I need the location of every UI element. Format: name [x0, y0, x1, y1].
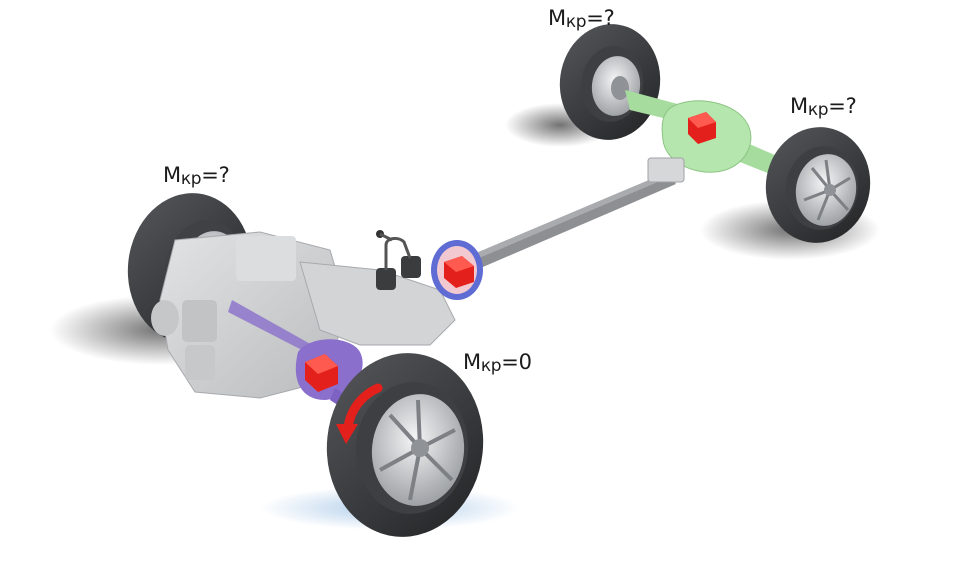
torque-label-front-right: Mкр=0 — [463, 350, 532, 376]
rotation-arrow-icon — [336, 383, 383, 444]
torque-label-rear-left: Mкр=? — [548, 6, 615, 32]
propeller-shaft — [455, 172, 676, 276]
diff-block-rear — [688, 112, 716, 144]
gear-shifter — [376, 230, 421, 290]
diff-block-front — [305, 354, 338, 392]
diff-block-center — [444, 256, 474, 288]
wheel-rear-right — [765, 127, 871, 243]
torque-label-front-left: Mкр=? — [163, 163, 230, 189]
torque-label-rear-right: Mкр=? — [790, 94, 857, 120]
